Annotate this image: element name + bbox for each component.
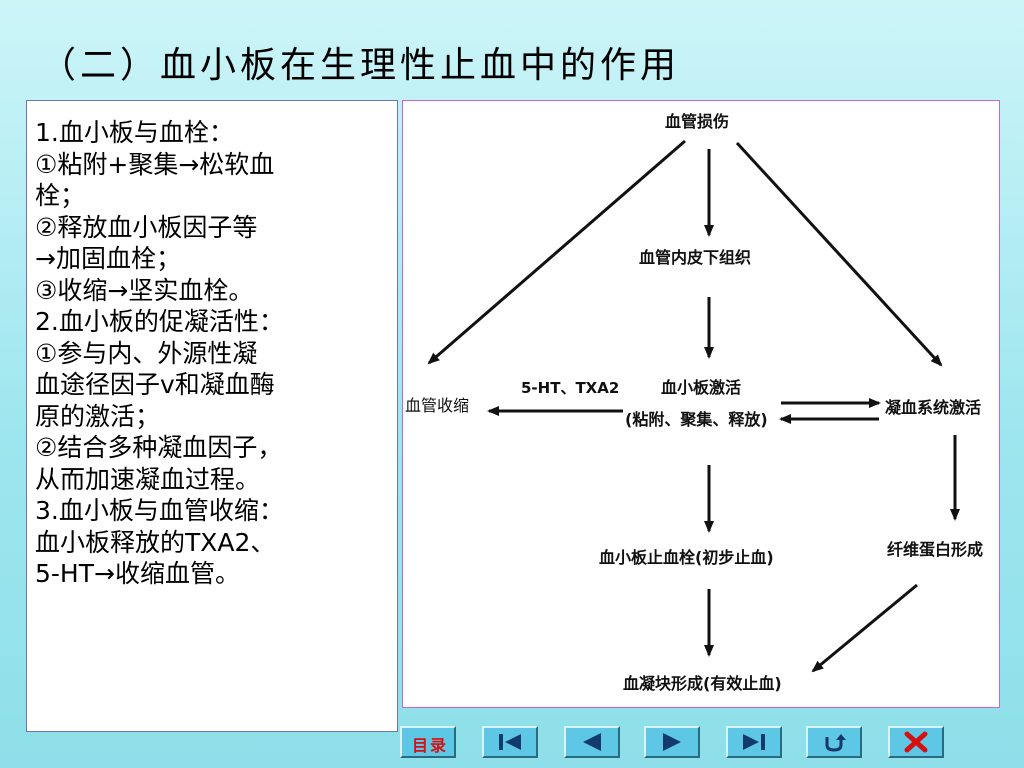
menu-label: 目录: [411, 736, 448, 755]
text-line: 1.血小板与血栓：: [35, 118, 234, 147]
node-coagulation-activation: 凝血系统激活: [885, 398, 982, 417]
text-line: ②结合多种凝血因子，: [35, 433, 283, 462]
next-page-icon: [663, 733, 681, 751]
arrow-injury-to-vasoconstriction: [427, 139, 686, 365]
diagram-arrows: [427, 139, 960, 673]
text-line: ③收缩→坚实血栓。: [35, 275, 254, 305]
next-page-button[interactable]: [644, 726, 700, 758]
text-line: 从而加速凝血过程。: [35, 464, 261, 494]
last-page-icon: [743, 734, 765, 750]
text-line: 栓；: [35, 181, 86, 210]
close-icon: [904, 731, 928, 753]
node-platelet-plug: 血小板止血栓(初步止血): [599, 548, 774, 567]
previous-page-button[interactable]: [564, 726, 620, 758]
last-page-button[interactable]: [726, 726, 782, 758]
text-line: ②释放血小板因子等: [35, 212, 258, 242]
text-line: →加固血栓；: [35, 244, 181, 273]
text-line: 3.血小板与血管收缩：: [35, 496, 284, 525]
table-of-contents-button[interactable]: 目录: [400, 726, 456, 758]
close-button[interactable]: [888, 726, 944, 758]
text-line: 5-HT→收缩血管。: [35, 559, 240, 588]
node-platelet-activation: 血小板激活: [661, 378, 742, 397]
text-line: 血途径因子v和凝血酶: [35, 370, 275, 399]
node-vessel-injury: 血管损伤: [665, 112, 730, 131]
node-vasoconstriction: 血管收缩: [405, 396, 470, 415]
return-button[interactable]: [806, 726, 862, 758]
first-page-icon: [499, 734, 521, 750]
node-subendothelium: 血管内皮下组织: [639, 248, 752, 267]
node-clot-formation: 血凝块形成(有效止血): [623, 674, 782, 693]
node-mediators: 5-HT、TXA2: [521, 379, 620, 397]
slide-navigation: 目录: [400, 726, 960, 760]
text-line: ①参与内、外源性凝: [35, 338, 258, 368]
text-line: 原的激活；: [35, 401, 161, 431]
text-panel: 1.血小板与血栓： ①粘附+聚集→松软血栓； ②释放血小板因子等→加固血栓； ③…: [26, 100, 398, 732]
node-fibrin-formation: 纤维蛋白形成: [887, 540, 984, 559]
text-line: ①粘附+聚集→松软血: [35, 149, 275, 179]
first-page-button[interactable]: [482, 726, 538, 758]
hemostasis-diagram: 血管损伤 血管内皮下组织 血管收缩 5-HT、TXA2 血小板激活 (粘附、聚集…: [402, 100, 1000, 708]
text-line: 2.血小板的促凝活性：: [35, 307, 284, 336]
return-icon: [825, 734, 846, 752]
arrow-injury-to-coagulation: [735, 141, 943, 367]
node-platelet-activation-detail: (粘附、聚集、释放): [625, 410, 768, 429]
arrow-fibrin-to-clot: [811, 583, 918, 673]
text-line: 血小板释放的TXA2、: [35, 527, 276, 557]
previous-page-icon: [583, 733, 601, 751]
slide-title: （二）血小板在生理性止血中的作用: [40, 45, 681, 86]
